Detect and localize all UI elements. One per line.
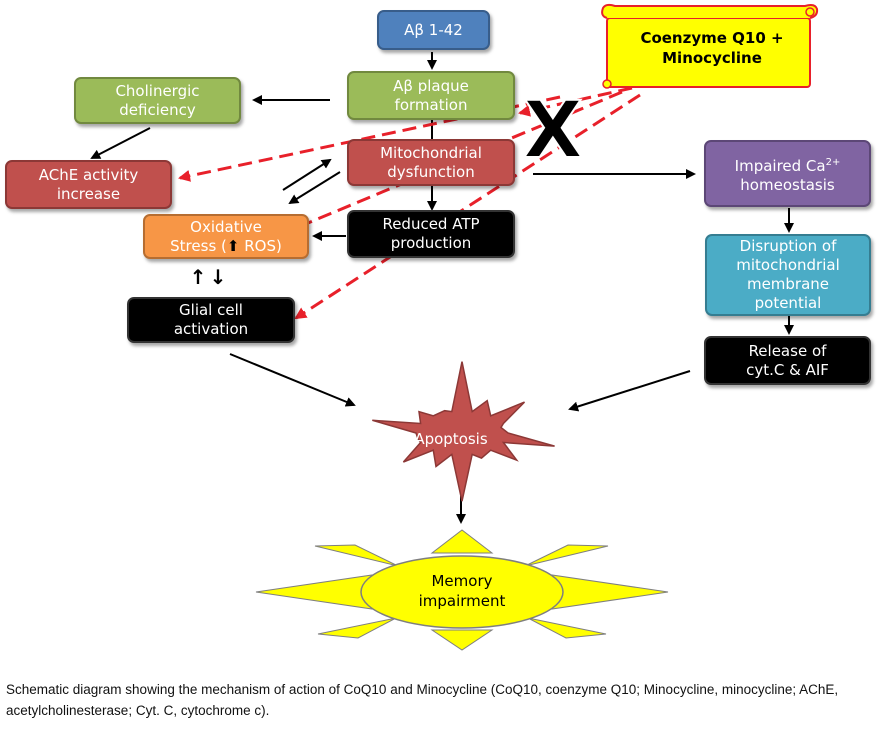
sun-ray-3 (255, 574, 373, 610)
inhibition-arrow-to-glial (294, 93, 641, 320)
calcium-label-line1: Impaired Ca2+ (734, 156, 841, 175)
glial-activation-node: Glial cell activation (127, 297, 295, 343)
sun-ray-1 (430, 529, 494, 554)
calcium-homeostasis-node: Impaired Ca2+ homeostasis (704, 140, 871, 207)
arrow-mito-to-oxidative (288, 171, 341, 205)
treatment-scroll: Coenzyme Q10 + Minocycline (601, 3, 819, 89)
sun-ray-4 (551, 574, 669, 610)
ache-increase-node: AChE activity increase (5, 160, 172, 209)
treatment-label-line2: Minocycline (662, 49, 762, 67)
figure-caption: Schematic diagram showing the mechanism … (6, 682, 839, 718)
memory-label-line1: Memory (431, 572, 492, 590)
diagram-connectors: Coenzyme Q10 + Minocycline X ↑ ↓ Apoptos… (90, 3, 819, 651)
down-arrow-glyph: ↓ (210, 265, 227, 289)
sun-ray-8 (527, 617, 607, 639)
mitochondrial-dysfunction-node: Mitochondrial dysfunction (347, 139, 515, 186)
cytc-aif-release-node: Release of cyt.C & AIF (704, 336, 871, 385)
up-arrow-glyph: ↑ (190, 265, 207, 289)
mechanism-diagram: Coenzyme Q10 + Minocycline X ↑ ↓ Apoptos… (5, 3, 871, 651)
sun-ray-2 (430, 629, 494, 651)
up-arrow-icon: ⬆ (226, 236, 240, 255)
sun-ray-6 (524, 544, 609, 567)
cholinergic-deficiency-node: Cholinergic deficiency (74, 77, 241, 124)
plaque-formation-node: Aβ plaque formation (347, 71, 515, 120)
abeta-node: Aβ 1-42 (377, 10, 490, 50)
membrane-disruption-node: Disruption of mitochondrial membrane pot… (705, 234, 871, 316)
treatment-label-line1: Coenzyme Q10 + (640, 29, 783, 47)
reduced-atp-node: Reduced ATP production (347, 210, 515, 258)
apoptosis-label: Apoptosis (414, 430, 488, 448)
arrow-glial-to-apoptosis (229, 353, 356, 407)
oxidative-stress-node: Oxidative Stress (⬆ ROS) (143, 214, 309, 259)
arrow-cholinergic-to-ache (90, 127, 151, 159)
sun-ray-5 (314, 544, 399, 567)
apoptosis-starburst: Apoptosis (372, 361, 555, 502)
oxidative-label-line1: Oxidative (190, 217, 262, 236)
arrow-release-to-apoptosis (568, 370, 691, 412)
memory-impairment-sun: Memory impairment (255, 529, 669, 651)
sun-ray-7 (317, 617, 397, 639)
calcium-label-line2: homeostasis (740, 175, 835, 194)
memory-label-line2: impairment (419, 592, 506, 610)
inhibition-arrow-to-plaque (518, 86, 633, 117)
arrow-oxidative-to-mito (282, 158, 332, 191)
block-mark-x: X (523, 86, 583, 176)
oxidative-label-line2: Stress (⬆ ROS) (170, 236, 282, 255)
